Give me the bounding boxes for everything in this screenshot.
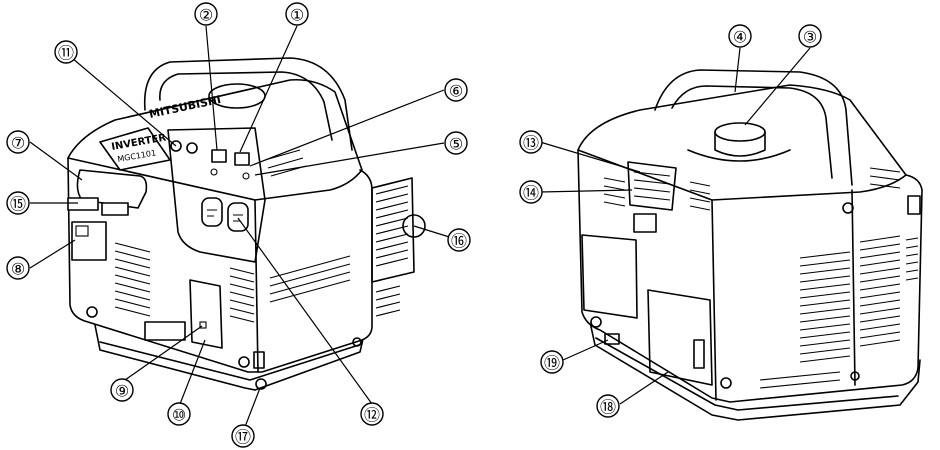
overload-lamp [242, 172, 250, 180]
svg-text:⑲: ⑲ [544, 354, 560, 373]
front-top-panel [67, 78, 363, 201]
front-view: INVERTER MGC1101 MITSUBISHI [67, 57, 426, 391]
svg-text:⑦: ⑦ [11, 134, 25, 153]
rear-grille [799, 251, 851, 363]
spark-plug-cover [647, 289, 713, 386]
ac-outlet-2 [227, 202, 249, 232]
svg-text:③: ③ [803, 28, 817, 47]
callout-5: ⑤ [444, 131, 468, 155]
svg-text:②: ② [199, 6, 213, 25]
rear-top-panel [577, 84, 907, 201]
callout-18: ⑱ [596, 394, 620, 418]
ac-outlet-1 [201, 197, 223, 227]
svg-text:⑤: ⑤ [449, 135, 463, 154]
front-side-vent [371, 177, 426, 283]
ground-terminal [604, 333, 620, 345]
rear-view [577, 69, 923, 421]
rear-body-outline [577, 149, 923, 403]
svg-text:⑥: ⑥ [449, 82, 463, 101]
front-base-plate [94, 324, 366, 391]
eco-switch [211, 149, 227, 163]
callout-16: ⑯ [447, 228, 471, 252]
control-panel [167, 127, 266, 263]
svg-text:⑪: ⑪ [58, 44, 74, 63]
callout-15: ⑮ [6, 191, 30, 215]
callout-3: ③ [798, 24, 822, 48]
callout-4: ④ [728, 24, 752, 48]
exhaust-louvers [627, 161, 677, 233]
rear-fuel-cap [714, 122, 766, 142]
leader-lines [29, 25, 811, 433]
rear-handle [654, 69, 853, 186]
callout-11: ⑪ [54, 40, 78, 64]
svg-text:⑧: ⑧ [11, 260, 25, 279]
svg-text:⑯: ⑯ [451, 232, 467, 251]
maintenance-cover [189, 279, 223, 349]
callout-14: ⑭ [519, 180, 543, 204]
serial-plate [144, 321, 186, 341]
svg-text:④: ④ [733, 28, 747, 47]
front-body-outline [67, 157, 373, 373]
model-badge [99, 127, 171, 171]
callout-13: ⑬ [519, 130, 543, 154]
drain-bolt [255, 378, 267, 390]
front-louvers [114, 149, 351, 323]
air-cleaner-cover [581, 234, 638, 319]
output-lamp [210, 168, 218, 176]
dc-terminal-plus [186, 142, 198, 154]
svg-text:⑬: ⑬ [523, 134, 539, 153]
svg-text:⑫: ⑫ [364, 406, 380, 425]
callout-12: ⑫ [360, 402, 384, 426]
svg-text:⑰: ⑰ [235, 428, 251, 447]
svg-text:⑱: ⑱ [600, 398, 616, 417]
engine-switch [234, 152, 250, 166]
callout-6: ⑥ [444, 78, 468, 102]
callout-2: ② [194, 2, 218, 26]
svg-text:⑮: ⑮ [10, 195, 26, 214]
callout-17: ⑰ [231, 424, 255, 448]
svg-text:⑨: ⑨ [115, 382, 129, 401]
model-line1: INVERTER [111, 132, 168, 152]
callout-8: ⑧ [6, 256, 30, 280]
callout-7: ⑦ [6, 130, 30, 154]
callout-10: ⑩ [167, 402, 191, 426]
svg-text:⑩: ⑩ [172, 406, 186, 425]
callout-1: ① [285, 2, 309, 26]
rear-base-plate [589, 321, 921, 421]
svg-text:①: ① [290, 6, 304, 25]
front-access-cover [71, 221, 107, 261]
svg-text:⑭: ⑭ [523, 184, 539, 203]
front-handle [143, 57, 353, 151]
callout-19: ⑲ [540, 350, 564, 374]
callout-9: ⑨ [110, 378, 134, 402]
dc-terminal-minus [170, 140, 182, 152]
